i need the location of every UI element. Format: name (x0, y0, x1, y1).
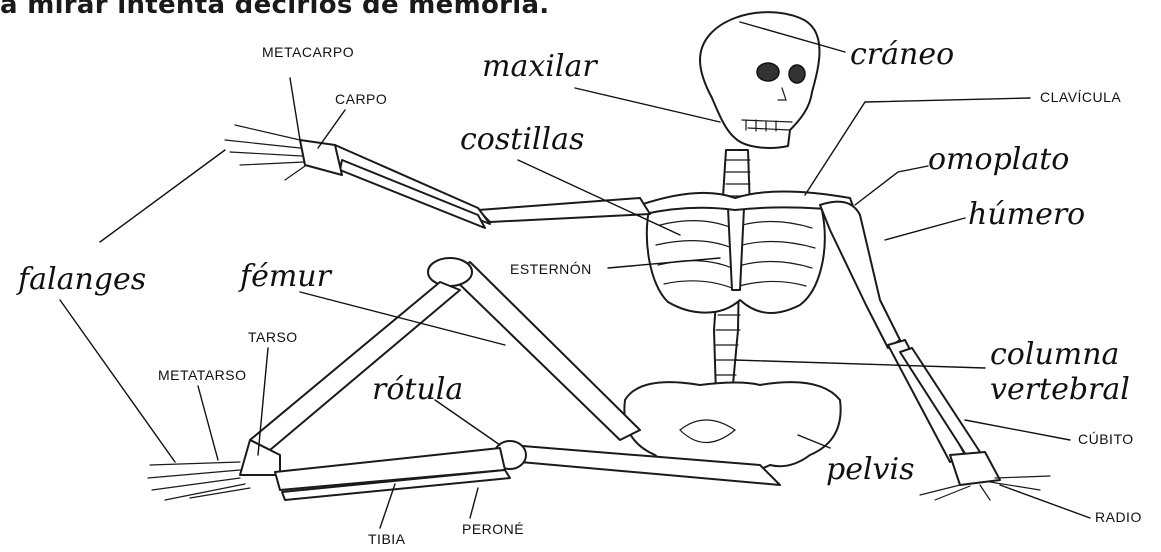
skull-drawing (700, 12, 820, 148)
label-clavicula: Clavícula (1040, 90, 1121, 104)
ribcage-drawing (647, 199, 825, 313)
pointer-costillas (518, 160, 680, 235)
label-pelvis: pelvis (826, 455, 915, 485)
label-metatarso: Metatarso (158, 368, 247, 382)
pointer-humero (885, 218, 965, 240)
label-tarso: Tarso (248, 330, 298, 344)
pointer-carpo (318, 110, 345, 148)
label-perone: Peroné (462, 522, 524, 536)
pointer-omoplato (855, 166, 928, 205)
pointer-falanges-hand (100, 150, 225, 242)
label-maxilar: maxilar (482, 52, 597, 82)
pointer-maxilar (575, 88, 720, 122)
pointer-metatarso (198, 386, 218, 460)
label-vertebral: vertebral (990, 375, 1130, 405)
label-rotula: rótula (372, 375, 463, 405)
label-columna: columna (990, 340, 1119, 370)
pointer-radio (1000, 485, 1090, 518)
label-femur: fémur (240, 262, 331, 292)
pointer-columna (735, 360, 985, 368)
pointer-cubito (965, 420, 1070, 440)
label-tibia: Tibia (368, 532, 406, 546)
left-arm-drawing (225, 125, 650, 228)
label-radio: Radio (1095, 510, 1142, 524)
label-craneo: cráneo (850, 40, 954, 70)
pointer-perone (470, 488, 478, 518)
label-carpo: Carpo (335, 92, 387, 106)
label-metacarpo: Metacarpo (262, 45, 354, 59)
label-omoplato: omoplato (928, 145, 1069, 175)
label-humero: húmero (968, 200, 1085, 230)
label-esternon: Esternón (510, 262, 592, 276)
label-cubito: Cúbito (1078, 432, 1134, 446)
label-falanges: falanges (18, 265, 146, 295)
pointer-metacarpo (290, 78, 300, 140)
label-costillas: costillas (460, 125, 584, 155)
